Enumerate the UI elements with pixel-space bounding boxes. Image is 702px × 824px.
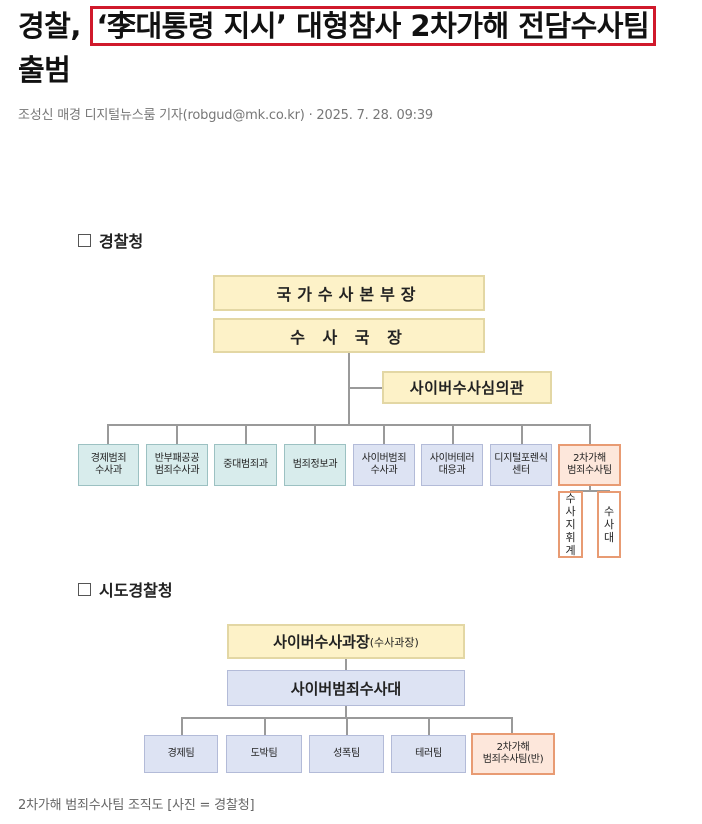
connector-line: [348, 353, 350, 424]
checkbox-icon: [78, 582, 91, 596]
node-cyber-crime-squad: 사이버범죄수사대: [227, 670, 465, 706]
node-economic-crime-division: 경제범죄 수사과: [78, 444, 139, 486]
chart1-title: 경찰청: [78, 228, 143, 252]
node-digital-forensic-center: 디지털포렌식 센터: [490, 444, 552, 486]
connector-line: [589, 424, 591, 444]
article-byline: 조성신 매경 디지털뉴스룸 기자(robgud@mk.co.kr) · 2025…: [18, 108, 433, 123]
node-sexual-violence-team: 성폭팀: [309, 735, 384, 773]
connector-line: [570, 490, 610, 492]
connector-line: [264, 717, 266, 735]
connector-line: [346, 717, 348, 735]
checkbox-icon: [78, 233, 91, 247]
node-investigation-command-unit: 수 사 지 휘 계: [558, 491, 583, 558]
headline-suffix: 출범: [18, 53, 71, 87]
node-investigation-squad: 수 사 대: [597, 491, 621, 558]
node-cyber-investigation-head: 사이버수사과장(수사과장): [227, 624, 465, 659]
node-cyber-terror-division: 사이버테러 대응과: [421, 444, 483, 486]
article-headline: 경찰, ‘李대통령 지시’ 대형참사 2차가해 전담수사팀 출범: [18, 4, 688, 92]
chart1-title-text: 경찰청: [99, 232, 144, 251]
chart2-title: 시도경찰청: [78, 577, 173, 601]
node-cyber-investigation-counselor: 사이버수사심의관: [382, 371, 552, 404]
connector-line: [589, 486, 591, 491]
node-economic-team: 경제팀: [144, 735, 218, 773]
cyber-head-main: 사이버수사과장: [273, 633, 370, 651]
chart2-title-text: 시도경찰청: [99, 581, 173, 600]
node-anti-corruption-division: 반부패공공 범죄수사과: [146, 444, 208, 486]
image-caption: 2차가해 범죄수사팀 조직도 [사진 = 경찰청]: [18, 798, 255, 813]
node-cyber-crime-division: 사이버범죄 수사과: [353, 444, 415, 486]
node-national-investigation-chief: 국가수사본부장: [213, 275, 485, 311]
connector-line: [521, 424, 523, 444]
node-crime-intelligence-division: 범죄정보과: [284, 444, 346, 486]
node-gambling-team: 도박팀: [226, 735, 302, 773]
connector-line: [314, 424, 316, 444]
node-serious-crime-division: 중대범죄과: [214, 444, 277, 486]
cyber-head-paren: (수사과장): [369, 635, 419, 649]
node-investigation-bureau-chief: 수 사 국 장: [213, 318, 485, 353]
connector-line: [345, 659, 347, 670]
connector-line: [107, 424, 109, 444]
connector-line: [107, 424, 589, 426]
connector-line: [245, 424, 247, 444]
headline-highlight: ‘李대통령 지시’ 대형참사 2차가해 전담수사팀: [90, 6, 657, 46]
node-secondary-harm-team-regional: 2차가해 범죄수사팀(반): [471, 733, 555, 775]
connector-line: [348, 387, 382, 389]
node-terror-team: 테러팀: [391, 735, 466, 773]
node-secondary-harm-team: 2차가해 범죄수사팀: [558, 444, 621, 486]
connector-line: [176, 424, 178, 444]
connector-line: [452, 424, 454, 444]
connector-line: [383, 424, 385, 444]
connector-line: [345, 706, 347, 718]
headline-prefix: 경찰,: [18, 9, 91, 43]
connector-line: [511, 717, 513, 735]
connector-line: [181, 717, 183, 735]
connector-line: [428, 717, 430, 735]
